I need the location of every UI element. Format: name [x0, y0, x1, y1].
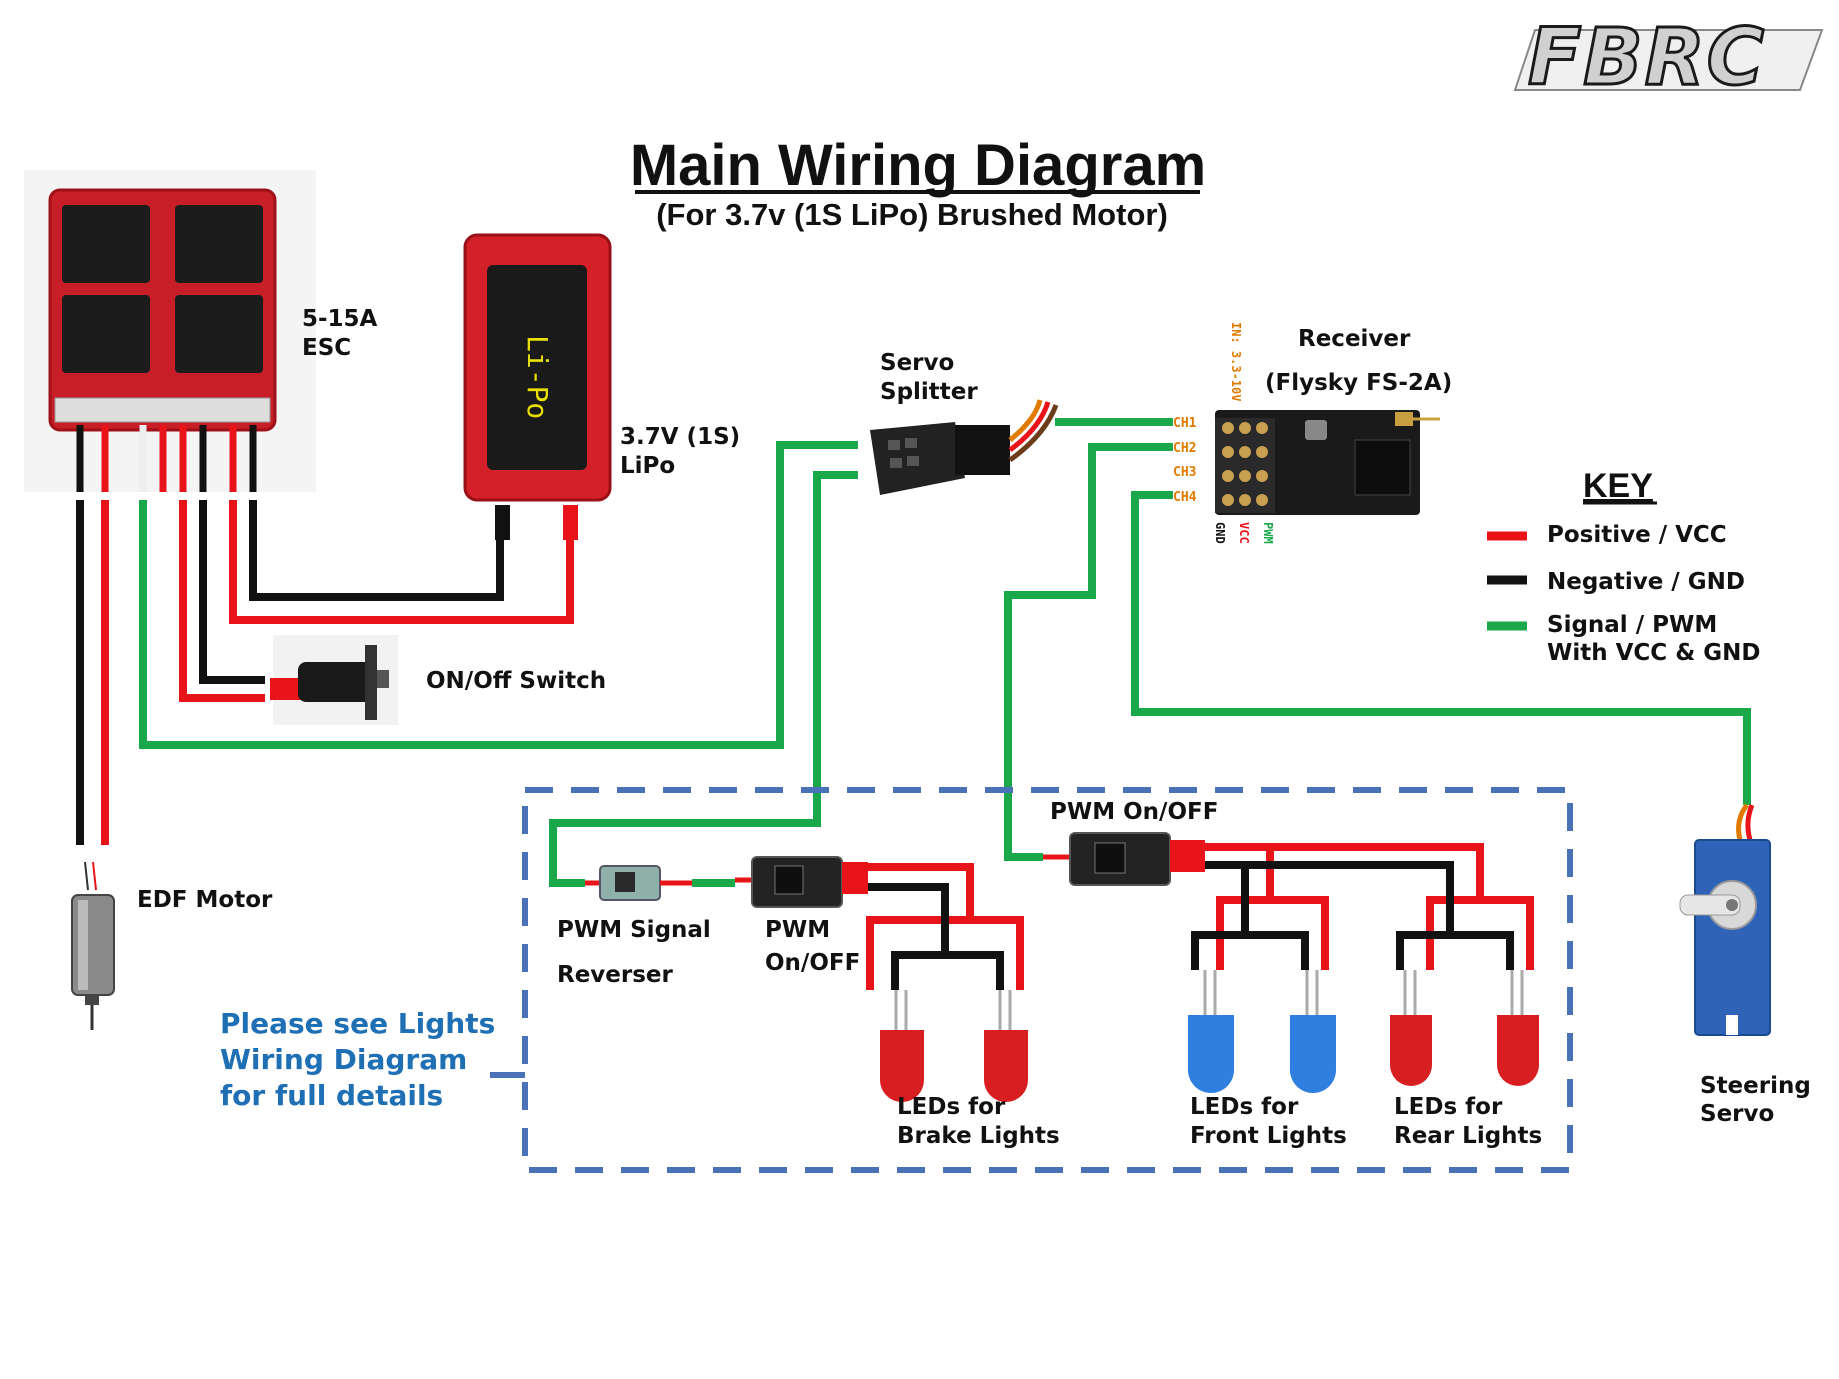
- pwm-onoff-2-icon: [1043, 832, 1205, 886]
- pwm-onoff-1-label-line2: On/OFF: [765, 950, 860, 976]
- key-negative-label: Negative / GND: [1547, 569, 1745, 595]
- steering-servo-label-line1: Steering: [1700, 1073, 1811, 1099]
- esc-icon: [24, 170, 316, 492]
- splitter-to-reverser-wire: [549, 471, 858, 887]
- rear-led-negative-2: [1450, 931, 1514, 970]
- lipo-positive-wire: [229, 500, 574, 624]
- brake-led-left-icon: [880, 990, 924, 1102]
- servo-splitter-label-line2: Splitter: [880, 379, 978, 405]
- rear-led-positive-2: [1430, 896, 1534, 970]
- steering-servo-icon: [1679, 803, 1771, 1036]
- front-leds-label-line2: Front Lights: [1190, 1123, 1347, 1149]
- servo-splitter-icon: [870, 399, 1059, 495]
- steering-servo-label-line2: Servo: [1700, 1101, 1774, 1127]
- receiver-vcc-label: VCC: [1237, 522, 1251, 544]
- key-title: KEY: [1583, 467, 1653, 505]
- receiver-ch4: CH4: [1173, 490, 1197, 505]
- brake-led-negative-1: [868, 883, 949, 990]
- servo-splitter-label-line1: Servo: [880, 350, 954, 376]
- switch-positive-wire: [179, 500, 265, 702]
- page-subtitle: (For 3.7v (1S LiPo) Brushed Motor): [656, 197, 1168, 232]
- note-line3: for full details: [220, 1079, 443, 1112]
- onoff-switch-icon: [270, 635, 398, 725]
- pwm-onoff-1-icon: [735, 856, 868, 908]
- switch-negative-wire: [199, 500, 265, 684]
- motor-label: EDF Motor: [137, 887, 273, 913]
- front-led-negative-2: [1245, 931, 1309, 970]
- pwm-onoff-1-label-line1: PWM: [765, 917, 830, 943]
- lipo-negative-wire: [249, 500, 504, 601]
- edf-motor-icon: [71, 861, 115, 1030]
- receiver-ch3: CH3: [1173, 465, 1196, 480]
- brake-leds-label-line1: LEDs for: [897, 1094, 1006, 1120]
- receiver-icon: [1215, 410, 1440, 515]
- receiver-input-label: IN: 3.3-10V: [1229, 322, 1243, 401]
- receiver-label-line1: Receiver: [1298, 326, 1411, 352]
- lipo-battery-icon: [463, 233, 612, 540]
- receiver-pwm-label: PWM: [1261, 522, 1275, 544]
- front-leds-label-line1: LEDs for: [1190, 1094, 1299, 1120]
- brake-led-positive-2: [920, 916, 1024, 990]
- rear-leds-label-line2: Rear Lights: [1394, 1123, 1542, 1149]
- front-led-left-icon: [1188, 970, 1234, 1093]
- wires: [76, 418, 1751, 990]
- esc-signal-wire: [139, 441, 858, 749]
- rear-led-left-icon: [1390, 970, 1432, 1086]
- lipo-label-line2: LiPo: [620, 453, 675, 479]
- lipo-case-label: Li-Po: [521, 335, 554, 419]
- brake-leds-label-line2: Brake Lights: [897, 1123, 1060, 1149]
- fbrc-logo: FBRC: [1513, 12, 1824, 105]
- lights-dashed-box: [522, 787, 1573, 1173]
- page-title: Main Wiring Diagram: [630, 133, 1206, 198]
- pwm-reverser-icon: [585, 865, 692, 901]
- pwm-reverser-label-line2: Reverser: [557, 962, 674, 988]
- switch-label: ON/Off Switch: [426, 668, 606, 694]
- receiver-gnd-label: GND: [1213, 522, 1227, 544]
- logo-text: FBRC: [1528, 13, 1766, 103]
- rear-led-right-icon: [1497, 970, 1539, 1086]
- key-signal-label: Signal / PWM: [1547, 612, 1717, 638]
- esc-label-line1: 5-15A: [302, 306, 378, 332]
- rear-leds-label-line1: LEDs for: [1394, 1094, 1503, 1120]
- front-led-positive-2: [1270, 896, 1329, 970]
- front-led-negative-1: [1191, 865, 1249, 970]
- brake-led-right-icon: [984, 990, 1028, 1102]
- key-positive-label: Positive / VCC: [1547, 522, 1727, 548]
- receiver-ch2: CH2: [1173, 441, 1196, 456]
- pwm-onoff-2-label: PWM On/OFF: [1050, 799, 1218, 825]
- key-signal-label-2: With VCC & GND: [1547, 640, 1760, 666]
- ch2-to-onoff-wire: [1004, 443, 1173, 861]
- brake-led-negative-2: [945, 951, 1004, 990]
- front-led-right-icon: [1290, 970, 1336, 1093]
- key-legend: KEY Positive / VCC Negative / GND Signal…: [1487, 467, 1760, 666]
- note-line1: Please see Lights: [220, 1007, 495, 1040]
- note-line2: Wiring Diagram: [220, 1043, 467, 1076]
- receiver-ch1: CH1: [1173, 416, 1197, 431]
- ch4-to-servo-wire: [1131, 491, 1751, 805]
- receiver-label-line2: (Flysky FS-2A): [1265, 370, 1452, 396]
- lipo-label-line1: 3.7V (1S): [620, 424, 740, 450]
- esc-label-line2: ESC: [302, 335, 351, 361]
- pwm-reverser-label-line1: PWM Signal: [557, 917, 711, 943]
